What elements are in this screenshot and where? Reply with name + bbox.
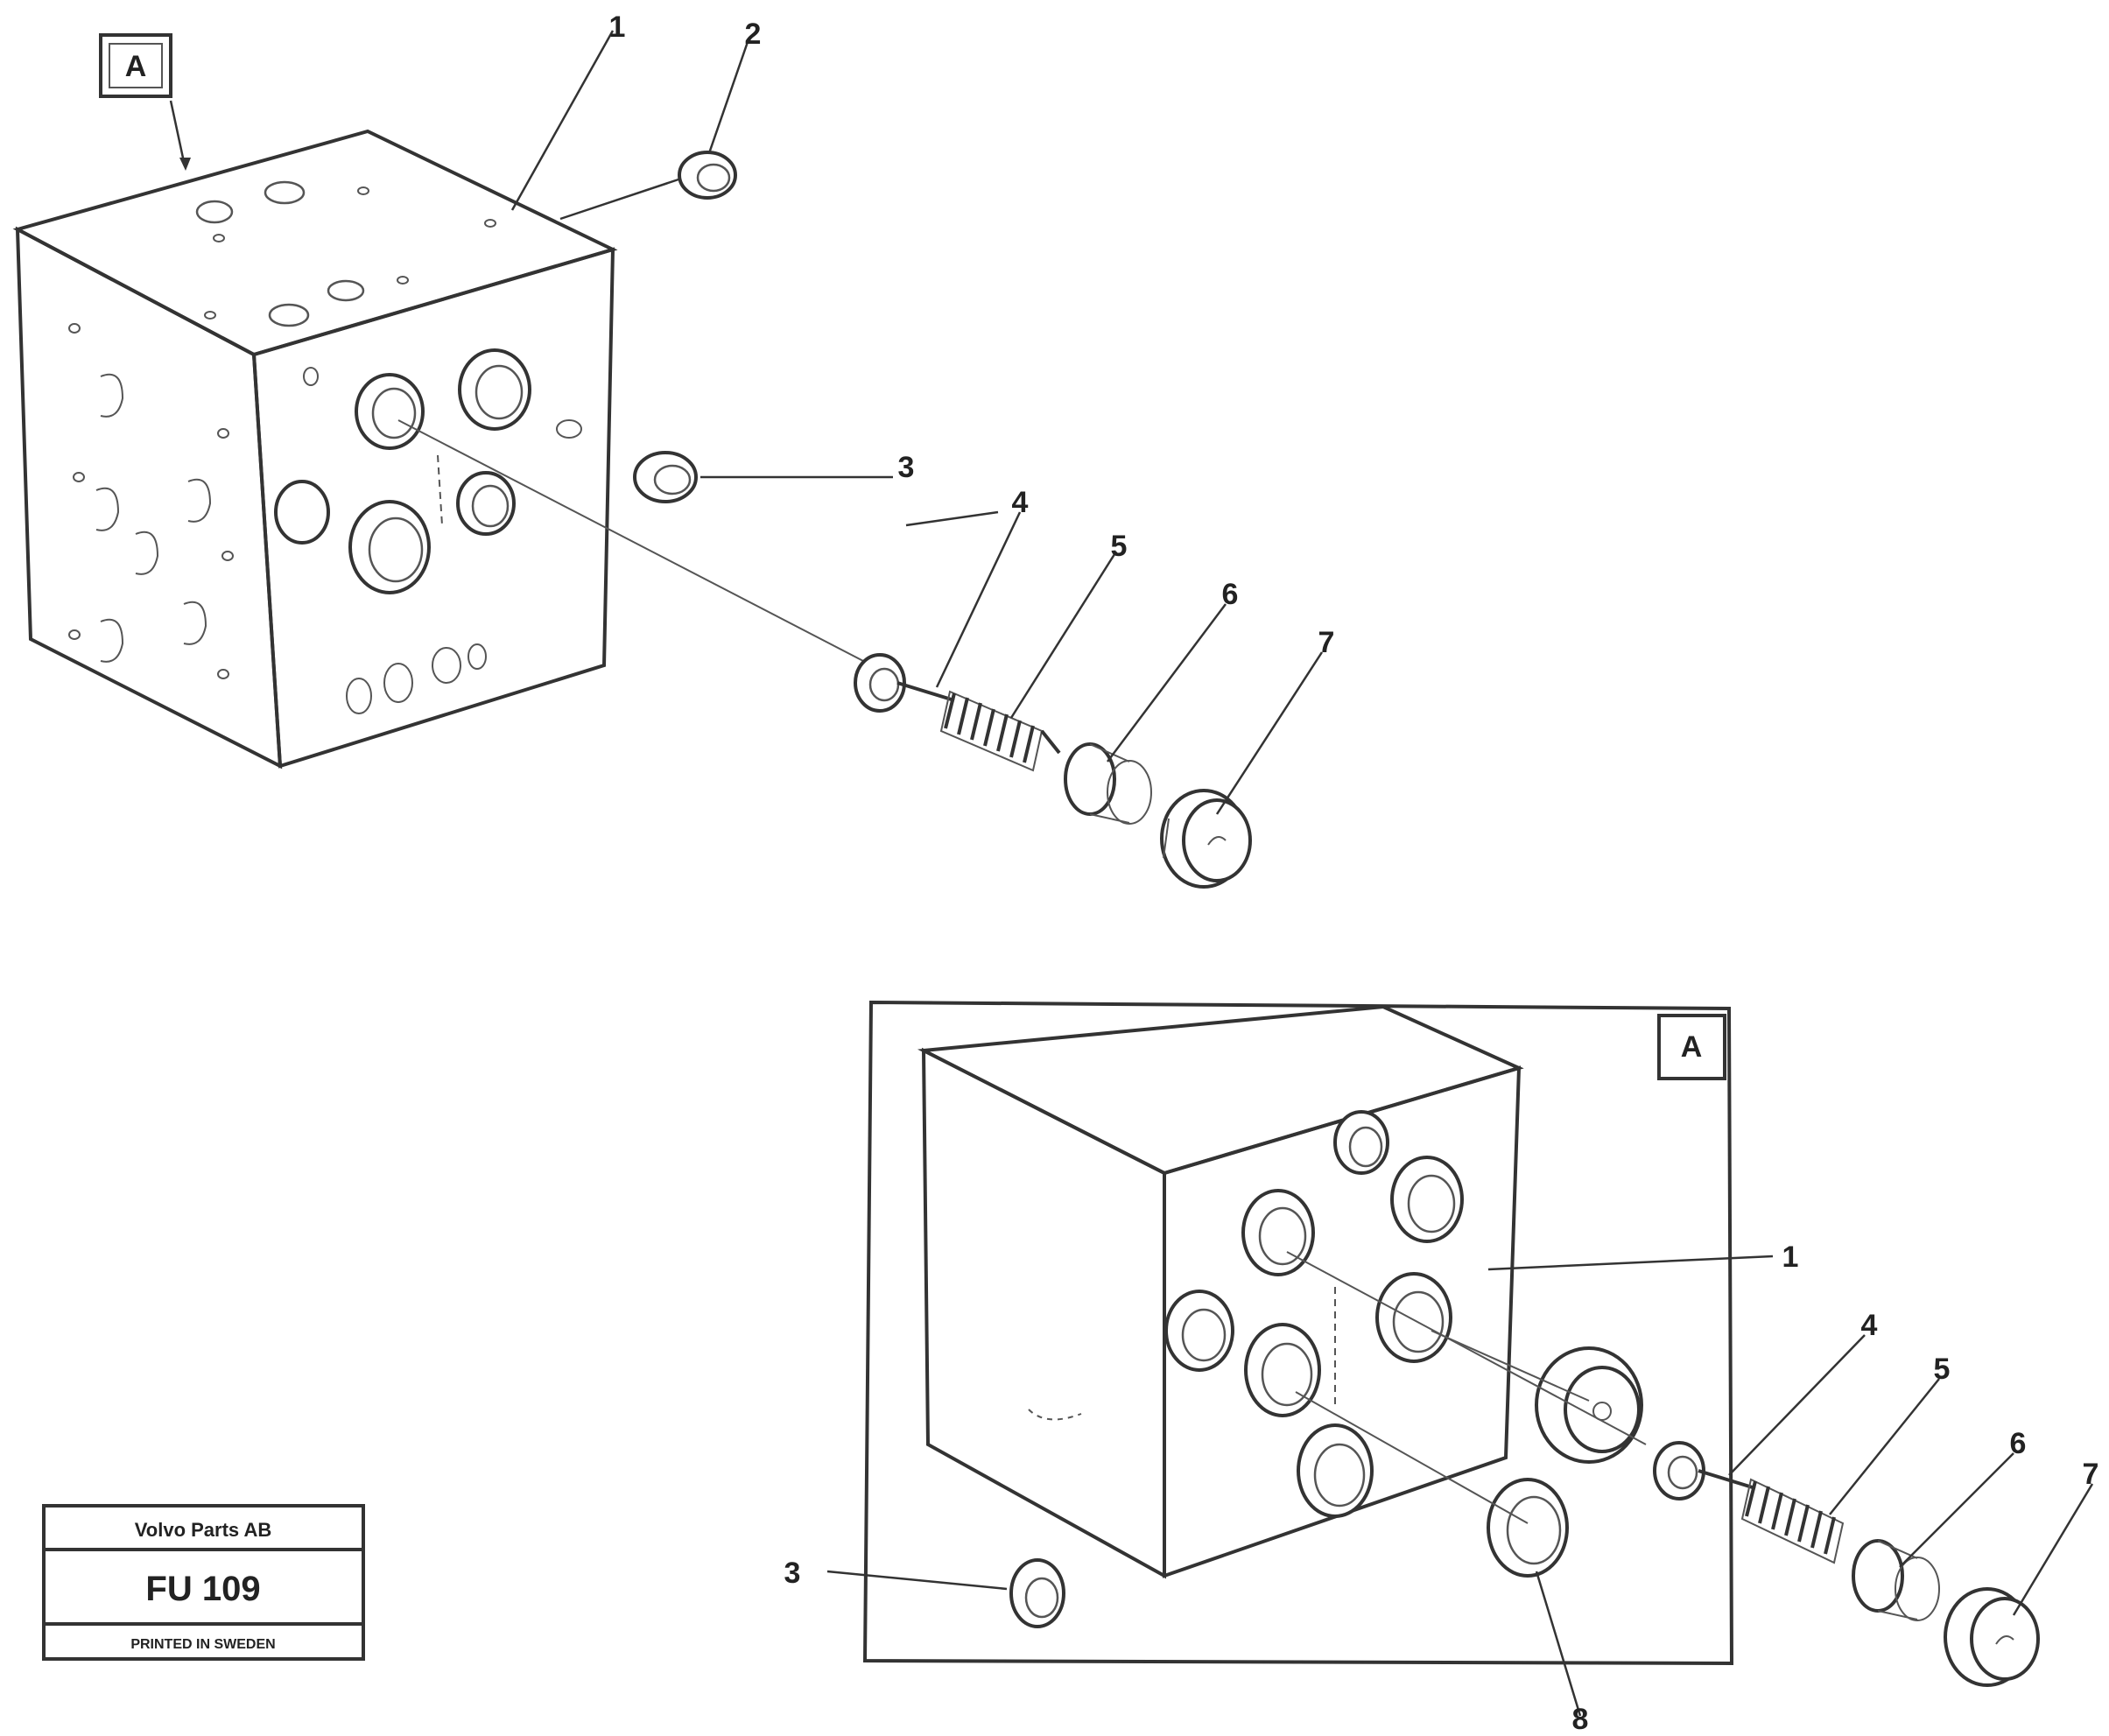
callout-3: 3 <box>898 451 915 484</box>
callout-5: 5 <box>1111 530 1128 563</box>
detail-washer-part-6 <box>1852 1539 1940 1621</box>
title-block-company: Volvo Parts AB <box>135 1519 271 1541</box>
detail-callout-3: 3 <box>784 1557 801 1590</box>
spring-part-5 <box>939 690 1061 772</box>
callout-1: 1 <box>609 11 626 44</box>
detail-valve-block <box>917 1004 1524 1579</box>
title-block-note: PRINTED IN SWEDEN <box>130 1637 275 1652</box>
callout-4: 4 <box>1012 486 1029 519</box>
detail-callout-6: 6 <box>2010 1427 2027 1460</box>
plug-part-8 <box>633 451 698 503</box>
detail-view-a: A <box>784 1000 2099 1736</box>
valve-poppet-part-4 <box>854 653 955 713</box>
callout-6: 6 <box>1222 578 1239 611</box>
detail-plug-part-8 <box>1487 1478 1569 1578</box>
washer-part-6 <box>1064 742 1152 825</box>
main-view: A <box>12 11 1335 889</box>
detail-marker-label: A <box>1681 1030 1703 1064</box>
cap-part-7 <box>1160 789 1252 889</box>
detail-callout-7: 7 <box>2083 1458 2099 1491</box>
detail-callout-5: 5 <box>1934 1353 1951 1386</box>
view-marker-a: A <box>99 33 191 171</box>
detail-callouts: 1 3 4 5 6 7 8 <box>784 1241 2099 1736</box>
detail-cap-part-7 <box>1944 1587 2040 1687</box>
detail-callout-1: 1 <box>1782 1241 1799 1274</box>
detail-callout-8: 8 <box>1572 1703 1589 1736</box>
left-ports <box>68 323 234 679</box>
title-block: Volvo Parts AB FU 109 PRINTED IN SWEDEN <box>42 1504 365 1661</box>
detail-plug-part-1 <box>1535 1346 1643 1464</box>
detail-spring-part-5 <box>1740 1478 1845 1564</box>
view-marker-label: A <box>125 50 147 83</box>
valve-block <box>12 129 618 770</box>
title-block-drawing-number: FU 109 <box>145 1570 260 1608</box>
detail-callout-4: 4 <box>1861 1309 1878 1342</box>
detail-poppet-part-4 <box>1653 1441 1756 1501</box>
front-ports <box>274 348 582 714</box>
callout-2: 2 <box>745 18 762 51</box>
callout-7: 7 <box>1318 626 1335 659</box>
plug-part-3 <box>678 151 737 200</box>
detail-plug-part-3 <box>1009 1558 1065 1628</box>
top-ports <box>195 180 496 327</box>
main-callouts: 1 2 3 4 5 6 7 <box>510 11 1335 815</box>
